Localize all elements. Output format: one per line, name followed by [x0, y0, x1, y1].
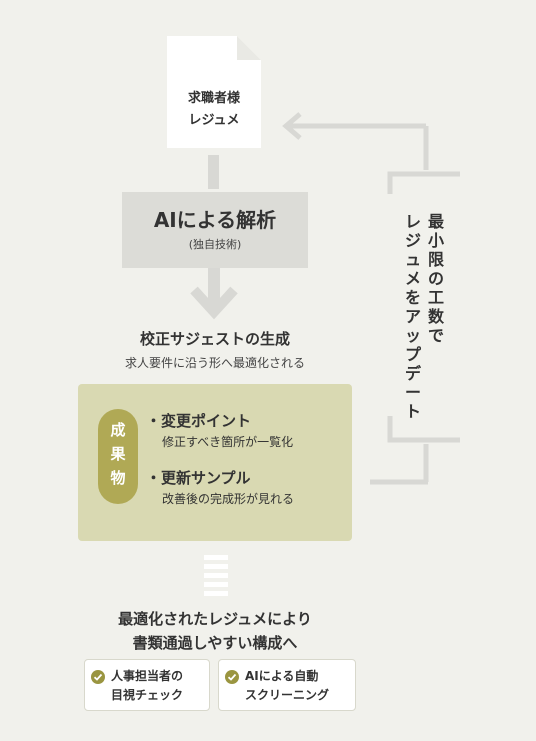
loop-char: プ	[404, 345, 421, 364]
dashed-connector-segment	[204, 555, 228, 560]
generation-title: 校正サジェストの生成	[139, 330, 290, 348]
badge-text-line2: 目視チェック	[111, 688, 184, 702]
loop-char: 限	[427, 250, 444, 269]
outcome-label: 成 果 物	[98, 418, 138, 490]
loop-char: ッ	[404, 326, 421, 345]
loop-char: を	[404, 288, 421, 307]
loop-char: ア	[404, 307, 421, 326]
document-icon	[167, 36, 261, 148]
arrow-down-icon	[190, 268, 238, 320]
outcome-label-char: 果	[110, 445, 126, 463]
loop-char: の	[427, 269, 444, 288]
outcome-item-detail: 改善後の完成形が見れる	[162, 492, 295, 506]
loop-text-col2: レ ジ ュ メ を ア ッ プ デ ー ト	[403, 212, 423, 421]
loop-text-col1: 最 小 限 の 工 数 で	[426, 212, 446, 345]
badge-text: 人事担当者の 目視チェック	[111, 667, 183, 705]
dashed-connector-segment	[204, 582, 228, 587]
outcome-item-heading: ・更新サンプル	[146, 469, 251, 487]
loop-char: ー	[404, 383, 421, 402]
loop-char: メ	[404, 269, 421, 288]
loop-char: 小	[427, 231, 444, 250]
feedback-loop-lines	[282, 112, 460, 485]
analysis-box	[122, 192, 308, 268]
generation-subtitle: 求人要件に沿う形へ最適化される	[124, 356, 305, 370]
badge-manual-check: 人事担当者の 目視チェック	[84, 659, 210, 711]
loop-char: レ	[404, 212, 421, 231]
outcome-label-char: 成	[110, 421, 126, 439]
dashed-connector-segment	[204, 564, 228, 569]
loop-char: 最	[427, 212, 444, 231]
analysis-subtitle: (独自技術)	[188, 238, 242, 251]
connector-line	[208, 155, 219, 189]
loop-char: で	[427, 326, 444, 345]
document-label: 求職者様 レジュメ	[167, 88, 261, 132]
result-line2: 書類通過しやすい構成へ	[132, 634, 298, 652]
analysis-title: AIによる解析	[153, 208, 277, 232]
badge-text: AIによる自動 スクリーニング	[245, 667, 329, 705]
outcome-label-char: 物	[110, 469, 126, 487]
loop-char: ト	[404, 402, 421, 421]
badge-auto-screening: AIによる自動 スクリーニング	[218, 659, 356, 711]
check-circle-icon	[91, 670, 105, 684]
badge-text-line2: スクリーニング	[245, 688, 330, 702]
outcome-item-detail: 修正すべき箇所が一覧化	[162, 435, 294, 449]
loop-char: ュ	[404, 250, 421, 269]
badge-text-line1: AIによる自動	[245, 669, 319, 683]
dashed-connector-segment	[204, 591, 228, 596]
check-circle-icon	[225, 670, 239, 684]
document-label-line2: レジュメ	[188, 113, 240, 128]
outcome-pill	[98, 409, 138, 504]
loop-char: デ	[404, 364, 421, 383]
outcome-item-heading: ・変更ポイント	[146, 412, 252, 430]
loop-char: 数	[427, 307, 444, 326]
loop-char: ジ	[404, 231, 421, 250]
document-label-line1: 求職者様	[187, 91, 240, 106]
dashed-connector-segment	[204, 573, 228, 578]
loop-char: 工	[427, 288, 444, 307]
badge-text-line1: 人事担当者の	[111, 669, 184, 683]
result-line1: 最適化されたレジュメにより	[118, 610, 312, 628]
